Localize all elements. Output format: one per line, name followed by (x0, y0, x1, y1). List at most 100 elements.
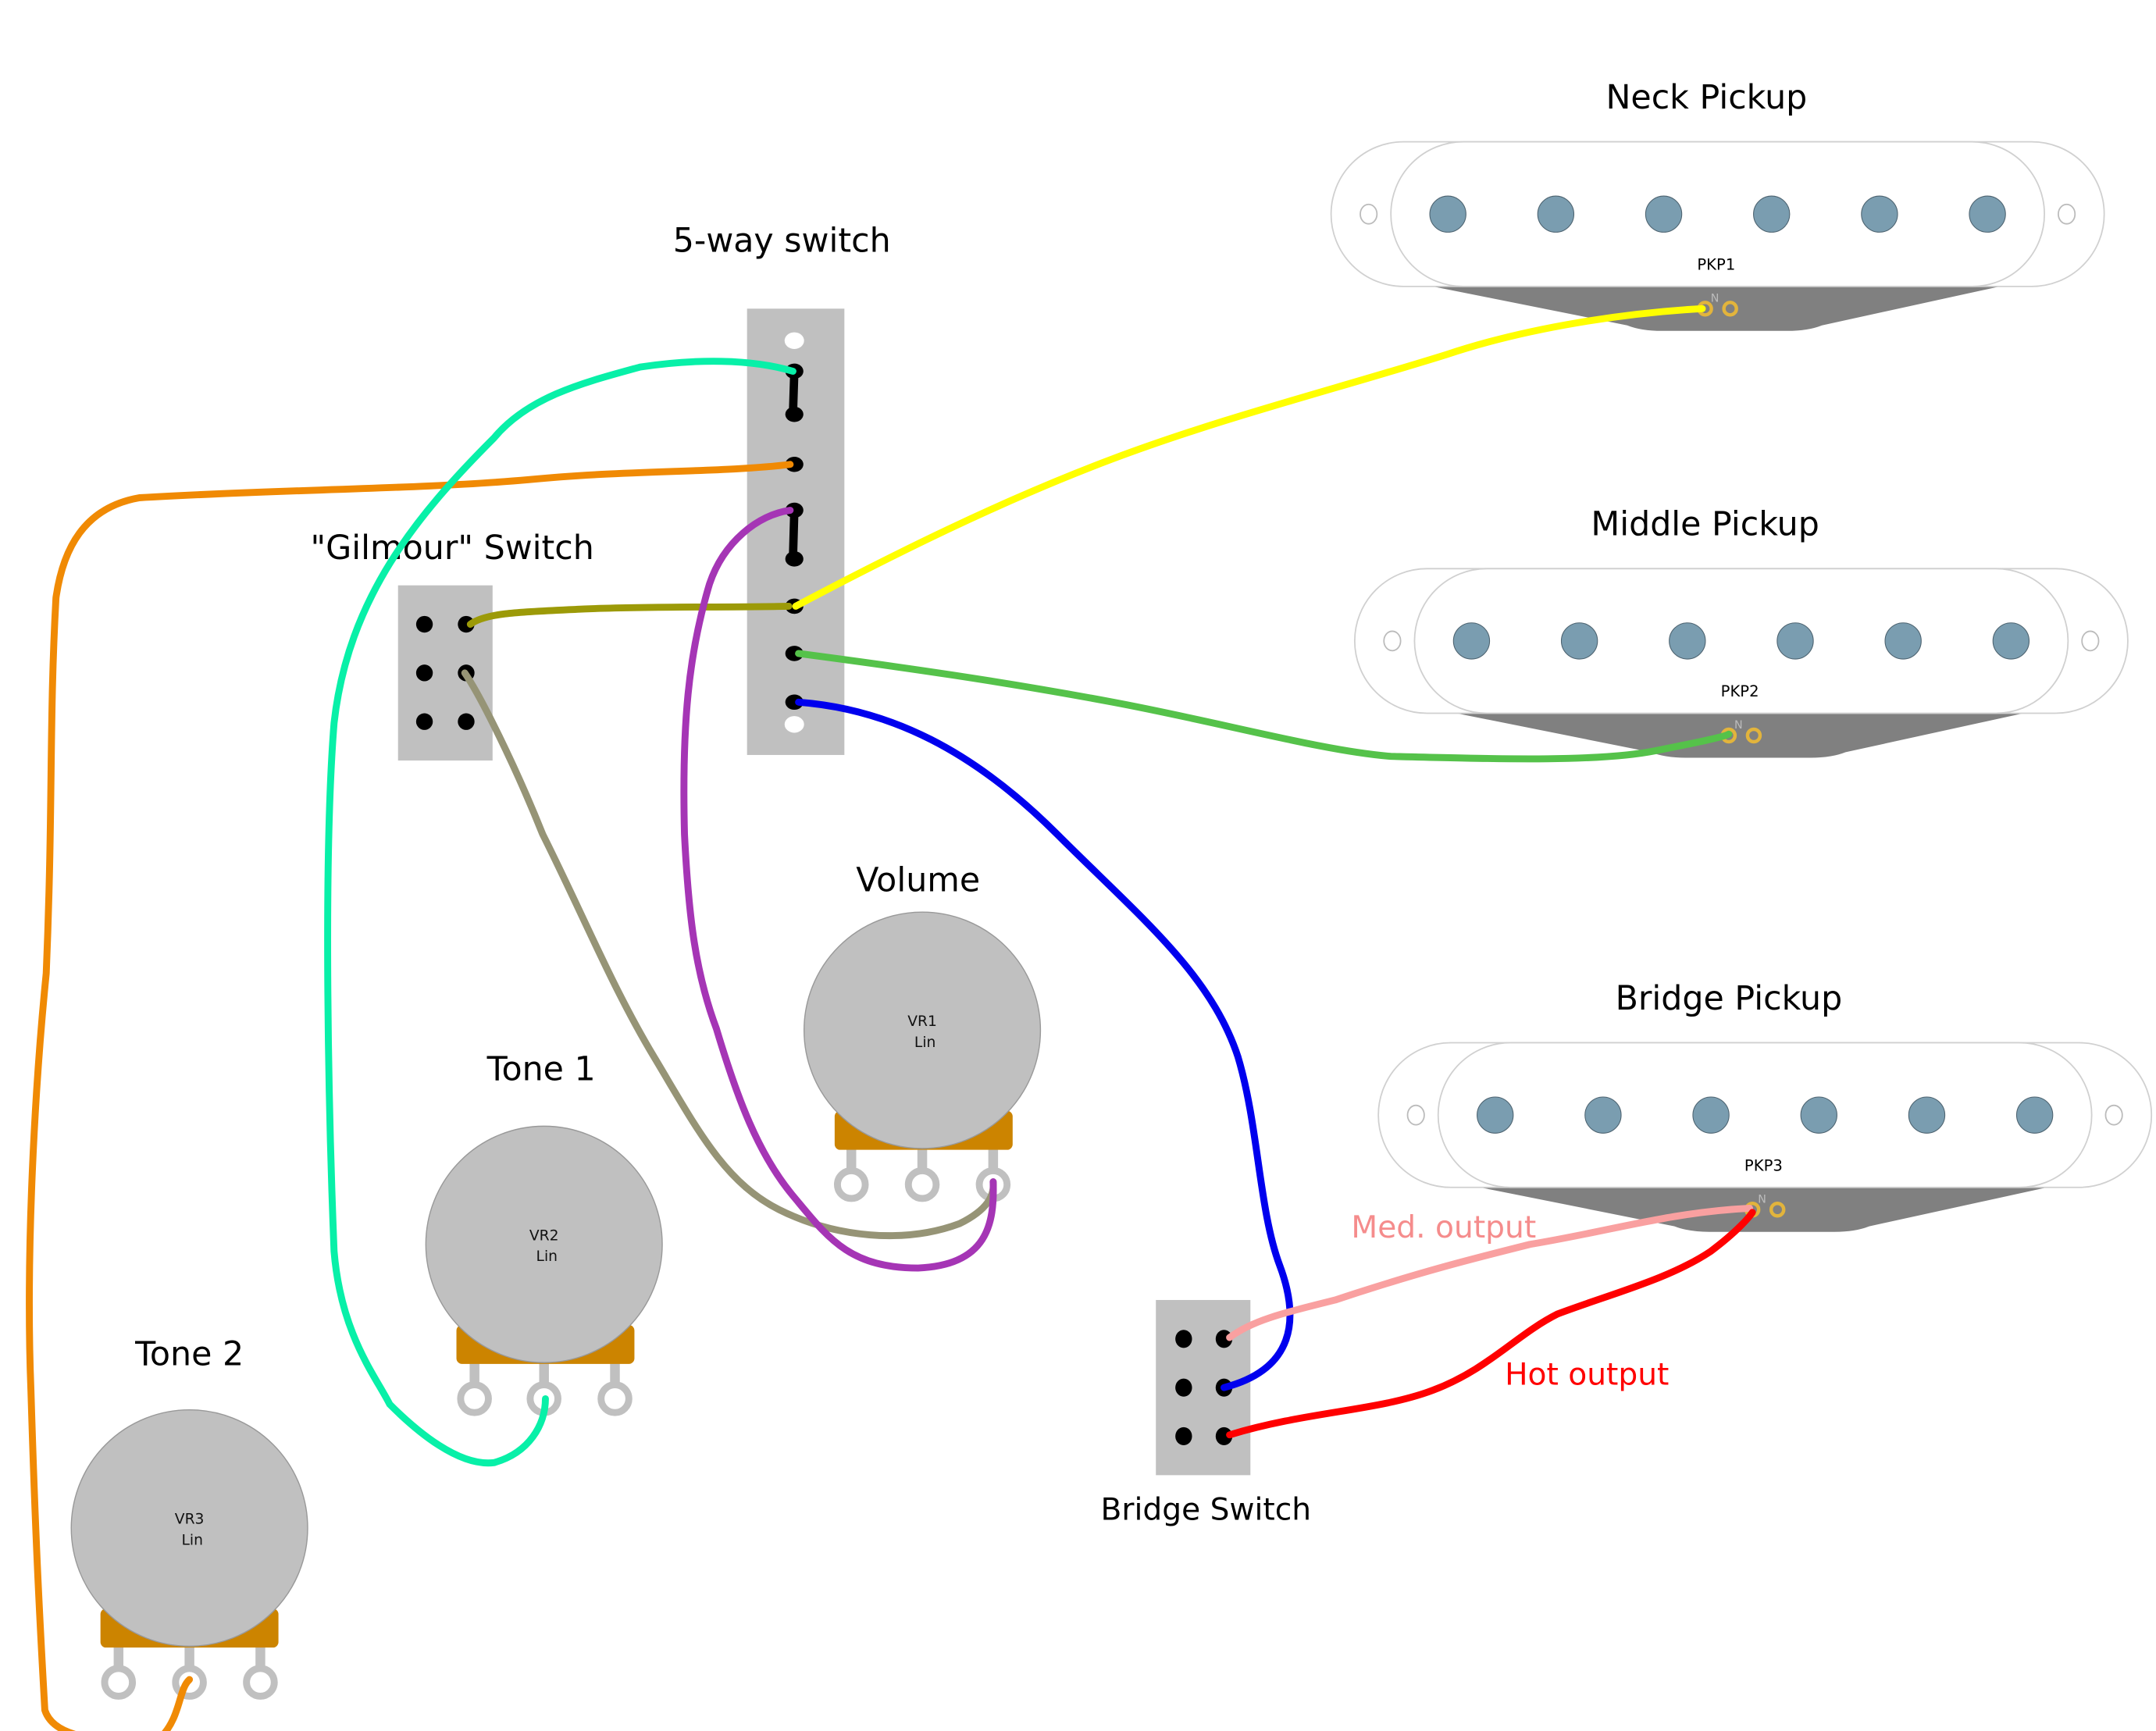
solder-lug[interactable] (1769, 1201, 1786, 1218)
pole-piece (1645, 195, 1683, 233)
pot-ref-label: VR3 (175, 1512, 205, 1528)
pot-lug[interactable] (101, 1665, 137, 1700)
pot-lug[interactable] (904, 1166, 940, 1202)
pole-pieces (1452, 622, 2030, 660)
switch-lug[interactable] (1175, 1330, 1192, 1348)
pole-piece (1452, 622, 1491, 660)
pot-lug[interactable] (243, 1665, 278, 1700)
wire-aqua[interactable] (324, 358, 796, 1467)
neck-pickup: Neck Pickup PKP1 N (1330, 78, 2105, 331)
polarity-mark: N (1711, 292, 1719, 305)
pickup-ref-label: PKP3 (1744, 1156, 1783, 1174)
switch-body (1156, 1299, 1251, 1476)
pole-piece (1669, 622, 1706, 660)
polarity-mark: N (1734, 719, 1743, 732)
wire-red[interactable] (1226, 1209, 1756, 1439)
pot-ref-label: VR1 (907, 1013, 937, 1030)
pole-piece (1969, 195, 2006, 233)
switch-lug[interactable] (415, 664, 433, 682)
bridge-pickup-title: Bridge Pickup (1616, 979, 1843, 1018)
switch-lug[interactable] (415, 713, 433, 730)
pot-body[interactable] (803, 911, 1042, 1149)
mount-hole (1406, 1104, 1425, 1126)
five-way-switch: 5-way switch (673, 221, 891, 755)
tone2-pot: Tone 2 VR3 Lin (70, 1335, 308, 1700)
tone2-pot-title: Tone 2 (134, 1335, 244, 1374)
wire-blue[interactable] (795, 698, 1294, 1391)
polarity-mark: N (1758, 1193, 1766, 1206)
mount-hole (784, 716, 804, 733)
pot-taper-label: Lin (914, 1035, 935, 1051)
pole-piece (1753, 195, 1791, 233)
middle-pickup-title: Middle Pickup (1591, 505, 1819, 544)
gilmour-switch: "Gilmour" Switch (311, 529, 594, 761)
tone1-pot: Tone 1 VR2 Lin (425, 1050, 663, 1416)
mount-hole (784, 332, 804, 349)
switch-lug[interactable] (458, 713, 475, 730)
pickup-inner-cover (1413, 568, 2069, 714)
pole-piece (1861, 195, 1898, 233)
bridge-switch: Bridge Switch (1101, 1299, 1312, 1527)
bridge-pickup: Bridge Pickup PKP3 N (1377, 979, 2153, 1232)
pole-piece (1776, 622, 1814, 660)
pickup-base (1456, 713, 2024, 758)
neck-pickup-title: Neck Pickup (1605, 78, 1807, 117)
pot-lug[interactable] (833, 1166, 869, 1202)
five-way-switch-title: 5-way switch (673, 221, 891, 260)
pot-body[interactable] (425, 1125, 663, 1363)
switch-lug[interactable] (1175, 1378, 1192, 1397)
switch-lug[interactable] (785, 551, 804, 567)
switch-lug[interactable] (785, 502, 804, 518)
mount-hole (1383, 630, 1402, 652)
solder-lug[interactable] (1722, 301, 1738, 317)
pole-piece (1884, 622, 1922, 660)
wire-pink[interactable] (1226, 1204, 1754, 1341)
pole-piece (1908, 1096, 1946, 1134)
mount-hole (1360, 203, 1378, 225)
switch-lug[interactable] (785, 406, 804, 422)
mount-hole (2104, 1104, 2123, 1126)
pot-body[interactable] (70, 1409, 308, 1647)
pot-ref-label: VR2 (529, 1227, 559, 1244)
mount-hole (2081, 630, 2100, 652)
wire-olive[interactable] (466, 602, 793, 628)
hot-output-label: Hot output (1505, 1358, 1669, 1393)
solder-lug[interactable] (1745, 727, 1762, 744)
volume-pot-title: Volume (856, 860, 980, 899)
pickup-base (1432, 286, 2001, 331)
pole-pieces (1429, 195, 2006, 233)
jumper-wire (789, 506, 799, 564)
tone1-pot-title: Tone 1 (486, 1050, 596, 1089)
gilmour-switch-title: "Gilmour" Switch (311, 529, 594, 568)
middle-pickup: Middle Pickup PKP2 N (1353, 505, 2129, 758)
wire-purple[interactable] (680, 507, 997, 1272)
switch-lug[interactable] (1175, 1426, 1192, 1446)
pole-piece (1692, 1096, 1730, 1134)
pole-piece (2015, 1096, 2054, 1134)
mount-hole (2058, 203, 2076, 225)
switch-lug[interactable] (785, 646, 804, 661)
switch-lug[interactable] (785, 456, 804, 472)
pole-piece (1584, 1096, 1622, 1134)
wire-yellow[interactable] (792, 305, 1706, 610)
switch-lug[interactable] (415, 615, 433, 633)
pole-piece (1560, 622, 1598, 660)
pickup-ref-label: PKP2 (1721, 682, 1759, 700)
pickup-ref-label: PKP1 (1697, 255, 1735, 273)
pole-piece (1992, 622, 2030, 660)
switch-body (397, 585, 493, 761)
bridge-switch-title: Bridge Switch (1101, 1492, 1312, 1527)
switch-lug[interactable] (785, 694, 804, 711)
volume-pot: Volume VR1 Lin (803, 860, 1042, 1202)
pot-taper-label: Lin (536, 1248, 558, 1265)
pole-piece (1800, 1096, 1837, 1134)
pot-taper-label: Lin (181, 1532, 202, 1548)
wire-green[interactable] (795, 650, 1733, 763)
pot-lug[interactable] (597, 1381, 633, 1416)
pole-piece (1537, 195, 1575, 233)
wire-khaki[interactable] (461, 669, 997, 1239)
pot-lug[interactable] (457, 1381, 492, 1416)
med-output-label: Med. output (1351, 1210, 1536, 1245)
wires (26, 305, 1756, 1731)
